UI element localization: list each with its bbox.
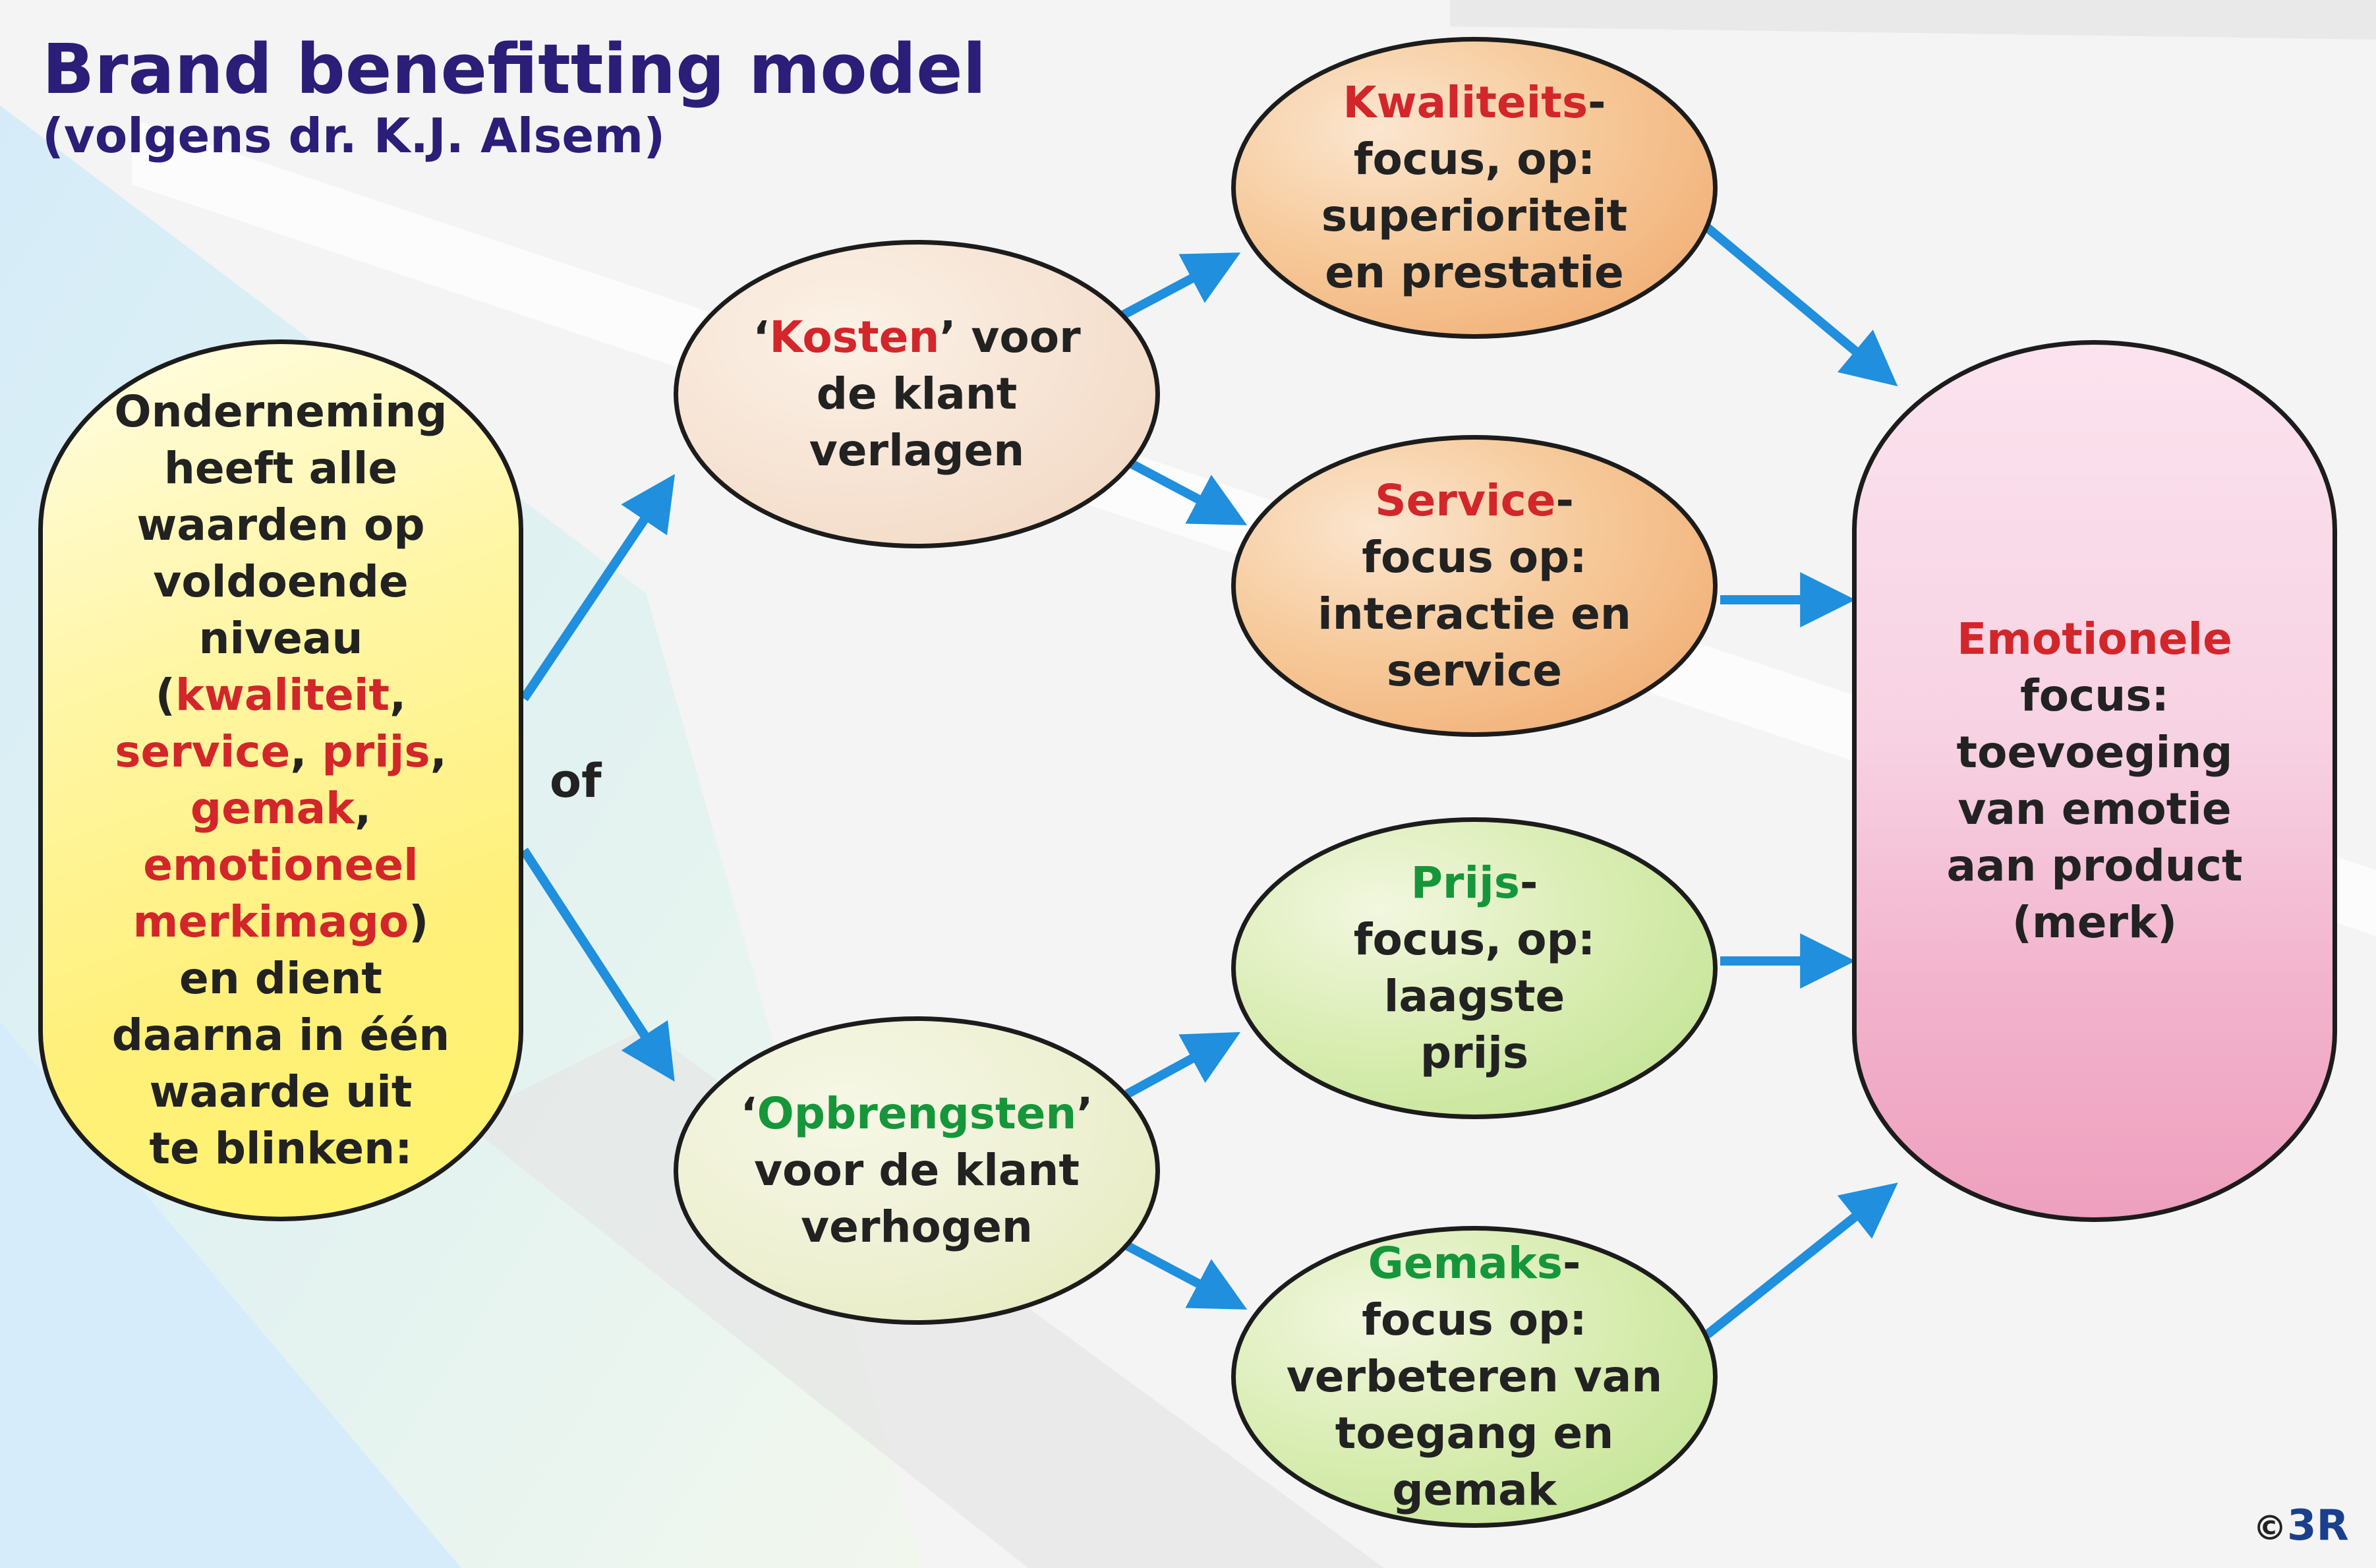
price-focus-ellipse: Prijs- focus, op: laagste prijs	[1231, 817, 1718, 1119]
paren: )	[409, 896, 429, 947]
start-line: waarde uit	[149, 1066, 413, 1117]
service-line: focus op:	[1362, 532, 1587, 583]
brand-mark: 3R	[2287, 1501, 2349, 1550]
comma: ,	[290, 726, 322, 777]
emotion-capsule: Emotionele focus: toevoeging van emotie …	[1852, 340, 2337, 1222]
quality-keyword: Kwaliteits	[1343, 77, 1588, 128]
quality-text: Kwaliteits- focus, op: superioriteit en …	[1321, 74, 1627, 301]
convenience-focus-ellipse: Gemaks- focus op: verbeteren van toegang…	[1231, 1226, 1718, 1528]
convenience-line: toegang en	[1335, 1408, 1614, 1459]
value-merkimago: merkimago	[132, 896, 409, 947]
convenience-line: focus op:	[1362, 1294, 1587, 1345]
start-line: heeft alle	[163, 443, 398, 494]
value-prijs: prijs	[322, 726, 430, 777]
convenience-text: Gemaks- focus op: verbeteren van toegang…	[1287, 1235, 1662, 1519]
quality-line: en prestatie	[1325, 247, 1624, 298]
page-title: Brand benefitting model	[42, 29, 987, 109]
value-gemak: gemak	[190, 783, 355, 834]
cost-line: de klant	[816, 368, 1018, 419]
paren: (	[155, 670, 175, 720]
value-emotioneel: emotioneel	[143, 840, 419, 890]
revenue-keyword: Opbrengsten	[757, 1088, 1077, 1139]
start-line: waarden op	[136, 500, 425, 550]
cost-ellipse: ‘Kosten’ voor de klant verlagen	[674, 240, 1160, 548]
price-line: laagste	[1383, 971, 1565, 1022]
service-line: service	[1386, 645, 1563, 696]
arrow-cost-to-quality	[1118, 252, 1241, 321]
cost-line: ’ voor	[939, 312, 1081, 363]
convenience-line: verbeteren van	[1286, 1351, 1663, 1402]
start-line: voldoende	[153, 556, 409, 607]
service-text: Service- focus op: interactie en service	[1318, 473, 1631, 699]
emotion-line: (merk)	[2012, 897, 2178, 948]
page-subtitle: (volgens dr. K.J. Alsem)	[42, 108, 666, 163]
arrow-convenience-to-emotion	[1704, 1182, 1898, 1339]
service-line: interactie en	[1318, 589, 1631, 639]
service-focus-ellipse: Service- focus op: interactie en service	[1231, 435, 1718, 737]
quote: ‘	[740, 1088, 757, 1139]
connector-of-label: of	[550, 754, 602, 808]
value-kwaliteit: kwaliteit	[175, 670, 390, 720]
start-line: te blinken:	[149, 1123, 413, 1174]
cost-text: ‘Kosten’ voor de klant verlagen	[753, 309, 1080, 479]
emotion-keyword: Emotionele	[1957, 614, 2232, 664]
emotion-line: aan product	[1946, 840, 2243, 891]
dash: -	[1588, 77, 1606, 128]
start-line: en dient	[179, 953, 382, 1004]
arrow-start-to-cost	[520, 474, 676, 701]
arrow-revenue-to-convenience	[1124, 1241, 1248, 1310]
cost-line: verlagen	[809, 425, 1025, 476]
quote: ‘	[753, 312, 770, 363]
convenience-line: gemak	[1392, 1465, 1557, 1515]
emotion-line: van emotie	[1957, 784, 2232, 834]
price-keyword: Prijs	[1410, 857, 1521, 908]
arrow-quality-to-emotion	[1704, 223, 1898, 387]
quality-line: focus, op:	[1353, 134, 1596, 185]
price-line: prijs	[1420, 1028, 1529, 1078]
arrow-revenue-to-price	[1124, 1031, 1241, 1099]
comma: ,	[355, 783, 372, 834]
start-line: daarna in één	[111, 1010, 450, 1060]
start-text: Onderneming heeft alle waarden op voldoe…	[112, 384, 449, 1177]
dash: -	[1520, 857, 1538, 908]
comma: ,	[390, 670, 407, 720]
copyright-logo: ©3R	[2253, 1496, 2349, 1558]
dash: -	[1563, 1238, 1581, 1289]
arrow-start-to-revenue	[520, 848, 675, 1082]
revenue-ellipse: ‘Opbrengsten’ voor de klant verhogen	[674, 1016, 1160, 1325]
quality-line: superioriteit	[1321, 190, 1628, 241]
convenience-keyword: Gemaks	[1368, 1238, 1563, 1289]
arrow-cost-to-service	[1124, 457, 1248, 525]
dash: -	[1555, 475, 1574, 526]
emotion-line: focus:	[2020, 670, 2169, 721]
start-line: niveau	[198, 613, 363, 664]
quote: ’	[1076, 1088, 1093, 1139]
value-service: service	[115, 726, 291, 777]
emotion-line: toevoeging	[1956, 727, 2233, 778]
revenue-text: ‘Opbrengsten’ voor de klant verhogen	[741, 1086, 1093, 1256]
emotion-text: Emotionele focus: toevoeging van emotie …	[1946, 611, 2242, 951]
price-line: focus, op:	[1353, 914, 1596, 965]
start-capsule: Onderneming heeft alle waarden op voldoe…	[38, 339, 523, 1221]
revenue-line: voor de klant	[754, 1145, 1080, 1196]
revenue-line: verhogen	[801, 1202, 1033, 1252]
start-line: Onderneming	[114, 386, 448, 437]
price-text: Prijs- focus, op: laagste prijs	[1354, 855, 1595, 1082]
copyright-symbol: ©	[2253, 1509, 2287, 1548]
cost-keyword: Kosten	[769, 312, 940, 363]
comma: ,	[430, 726, 447, 777]
quality-focus-ellipse: Kwaliteits- focus, op: superioriteit en …	[1231, 37, 1718, 339]
service-keyword: Service	[1375, 475, 1556, 526]
